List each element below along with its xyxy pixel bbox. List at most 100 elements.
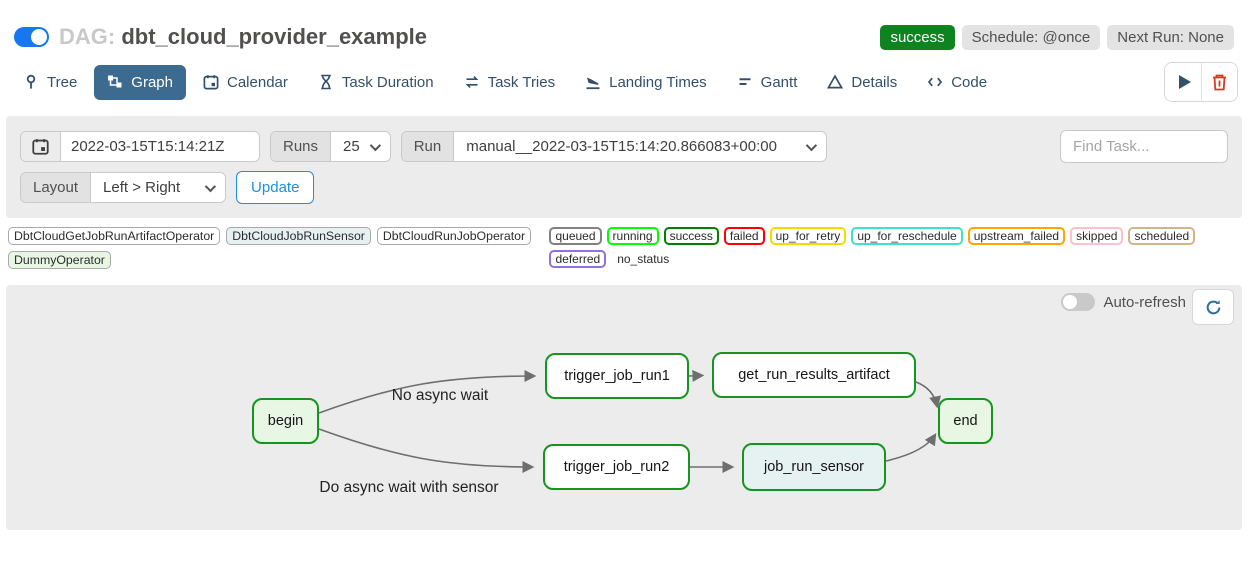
task-node-get_run_results_artifact[interactable]: get_run_results_artifact bbox=[712, 352, 916, 398]
edge-begin-trigger2 bbox=[318, 428, 535, 473]
repeat-icon bbox=[464, 74, 480, 90]
dag-pause-toggle[interactable] bbox=[14, 27, 49, 47]
status-label-no-status: no_status bbox=[617, 252, 670, 266]
tab-calendar[interactable]: Calendar bbox=[190, 65, 301, 100]
gantt-icon bbox=[737, 74, 753, 90]
trash-icon bbox=[1211, 73, 1228, 92]
layout-selected-value: Left > Right bbox=[103, 179, 181, 196]
next-run-badge: Next Run: None bbox=[1107, 24, 1234, 50]
tab-landing-times[interactable]: Landing Times bbox=[572, 65, 720, 100]
run-select[interactable]: manual__2022-03-15T15:14:20.866083+00:00 bbox=[454, 132, 827, 161]
run-selected-value: manual__2022-03-15T15:14:20.866083+00:00 bbox=[466, 138, 777, 155]
layout-label: Layout bbox=[21, 173, 92, 202]
triangle-icon bbox=[827, 74, 844, 90]
status-badge-failed: failed bbox=[723, 227, 765, 245]
dag-action-buttons bbox=[1164, 62, 1238, 102]
runs-label: Runs bbox=[271, 132, 332, 161]
task-node-trigger_job_run2[interactable]: trigger_job_run2 bbox=[543, 444, 690, 490]
find-task-wrap bbox=[1060, 130, 1228, 163]
status-badge-skipped: skipped bbox=[1070, 227, 1124, 245]
delete-dag-button[interactable] bbox=[1201, 63, 1237, 101]
tab-label: Task Duration bbox=[341, 73, 434, 91]
schedule-badge: Schedule: @once bbox=[961, 24, 1101, 50]
tab-label: Code bbox=[951, 73, 988, 91]
operator-badge: DbtCloudJobRunSensor bbox=[226, 227, 371, 245]
header-badges: success Schedule: @once Next Run: None bbox=[880, 24, 1234, 50]
graph-icon bbox=[107, 74, 123, 90]
edge-begin-trigger1 bbox=[318, 370, 537, 414]
auto-refresh-control: Auto-refresh bbox=[1061, 293, 1186, 311]
chevron-down-icon bbox=[806, 139, 818, 151]
tab-label: Landing Times bbox=[609, 73, 707, 91]
status-badge-scheduled: scheduled bbox=[1128, 227, 1196, 245]
dag-edges bbox=[318, 369, 941, 473]
trigger-dag-button[interactable] bbox=[1165, 63, 1201, 101]
calendar-icon bbox=[32, 139, 49, 155]
tab-graph[interactable]: Graph bbox=[94, 64, 186, 100]
update-button[interactable]: Update bbox=[236, 171, 315, 204]
filter-row-1: Runs 25 Run manual__2022-03-15T15:14:20.… bbox=[20, 130, 1228, 163]
graph-panel: Auto-refresh begin trigger_job_run1 get_ru… bbox=[6, 285, 1242, 530]
edge-artifact-end bbox=[915, 381, 941, 409]
tab-gantt[interactable]: Gantt bbox=[724, 65, 811, 100]
status-badge-up_for_retry: up_for_retry bbox=[769, 227, 847, 245]
refresh-button[interactable] bbox=[1192, 289, 1234, 325]
operator-badge: DbtCloudRunJobOperator bbox=[376, 227, 532, 245]
task-node-begin[interactable]: begin bbox=[252, 398, 319, 444]
base-date-input[interactable] bbox=[61, 132, 259, 161]
status-badge-upstream_failed: upstream_failed bbox=[967, 227, 1066, 245]
auto-refresh-toggle[interactable] bbox=[1061, 293, 1096, 311]
legend: DbtCloudGetJobRunArtifactOperator DbtClou… bbox=[0, 218, 1248, 277]
chevron-down-icon bbox=[369, 139, 381, 151]
filter-panel: Runs 25 Run manual__2022-03-15T15:14:20.… bbox=[6, 116, 1242, 218]
chevron-down-icon bbox=[204, 180, 217, 192]
operator-legend: DbtCloudGetJobRunArtifactOperator DbtClou… bbox=[8, 227, 549, 269]
toggle-knob bbox=[1063, 295, 1078, 309]
code-icon bbox=[927, 74, 943, 90]
task-node-end[interactable]: end bbox=[938, 398, 993, 444]
tab-bar: Tree Graph Calendar Task Duration Task Tries… bbox=[0, 56, 1248, 112]
operator-badge: DummyOperator bbox=[8, 251, 111, 269]
task-node-job_run_sensor[interactable]: job_run_sensor bbox=[742, 443, 886, 491]
calendar-icon bbox=[203, 74, 219, 90]
status-badge-up_for_reschedule: up_for_reschedule bbox=[851, 227, 963, 245]
task-node-trigger_job_run1[interactable]: trigger_job_run1 bbox=[545, 353, 689, 399]
status-badge-queued: queued bbox=[549, 227, 602, 245]
edge-label: No async wait bbox=[391, 387, 489, 404]
layout-select[interactable]: Left > Right bbox=[91, 173, 226, 202]
dag-header: DAG: dbt_cloud_provider_example success … bbox=[0, 0, 1248, 56]
hourglass-icon bbox=[318, 74, 334, 90]
tab-label: Calendar bbox=[227, 73, 288, 91]
edge-trigger1-artifact bbox=[688, 369, 705, 382]
calendar-picker-button[interactable] bbox=[21, 132, 61, 161]
tab-tree[interactable]: Tree bbox=[10, 65, 90, 100]
dag-title-prefix: DAG: bbox=[59, 24, 116, 49]
tab-task-tries[interactable]: Task Tries bbox=[451, 65, 569, 100]
tab-bar-items: Tree Graph Calendar Task Duration Task Tries… bbox=[10, 64, 1000, 100]
play-icon bbox=[1178, 75, 1191, 89]
tab-task-duration[interactable]: Task Duration bbox=[305, 65, 447, 100]
tab-label: Gantt bbox=[760, 73, 798, 91]
page-title: DAG: dbt_cloud_provider_example bbox=[59, 24, 427, 50]
status-badge-success: success bbox=[663, 227, 719, 245]
landing-icon bbox=[585, 74, 601, 90]
operator-badge: DbtCloudGetJobRunArtifactOperator bbox=[8, 227, 221, 245]
tab-code[interactable]: Code bbox=[914, 65, 1000, 100]
dag-name: dbt_cloud_provider_example bbox=[121, 24, 427, 49]
run-group: Run manual__2022-03-15T15:14:20.866083+0… bbox=[400, 131, 828, 162]
tab-label: Graph bbox=[131, 73, 173, 91]
run-label: Run bbox=[401, 132, 455, 161]
edge-label: Do async wait with sensor bbox=[319, 479, 499, 496]
toggle-knob bbox=[31, 29, 47, 45]
find-task-input[interactable] bbox=[1060, 130, 1228, 163]
runs-group: Runs 25 bbox=[270, 131, 391, 162]
refresh-icon bbox=[1206, 299, 1220, 314]
runs-select[interactable]: 25 bbox=[331, 132, 390, 161]
tree-icon bbox=[23, 74, 39, 90]
filter-row-2: Layout Left > Right Update bbox=[20, 171, 1228, 204]
tab-details[interactable]: Details bbox=[814, 65, 910, 100]
status-badge[interactable]: success bbox=[880, 24, 955, 50]
layout-group: Layout Left > Right bbox=[20, 172, 227, 203]
tab-label: Tree bbox=[47, 73, 78, 91]
